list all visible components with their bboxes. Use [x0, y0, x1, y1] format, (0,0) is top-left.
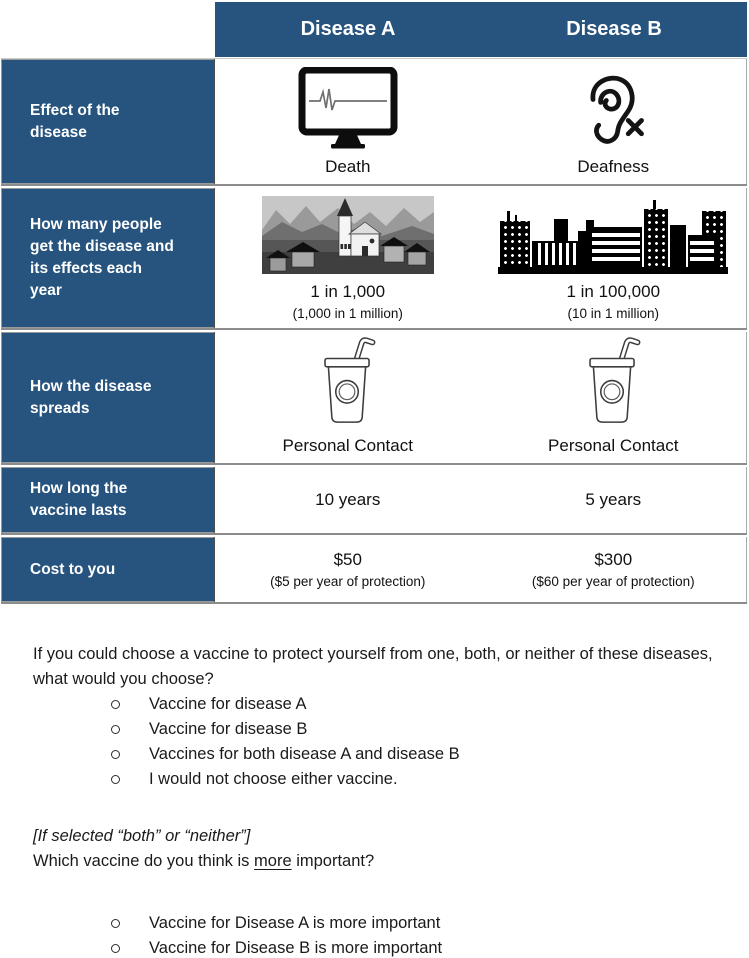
city-skyline-image [498, 198, 729, 274]
radio-circle-icon[interactable] [111, 775, 120, 784]
table-header: Disease A Disease B [215, 2, 747, 57]
table-row: How long the vaccine lasts 10 years 5 ye… [1, 467, 747, 535]
question-choose-vaccine: If you could choose a vaccine to protect… [33, 642, 741, 792]
village-image [261, 196, 434, 274]
cell-effect-b: Deafness [481, 59, 747, 184]
row-label-duration: How long the vaccine lasts [1, 467, 215, 533]
incidence-a-subcaption: (1,000 in 1 million) [292, 306, 403, 321]
option-label: I would not choose either vaccine. [149, 770, 398, 788]
deaf-ear-icon [577, 71, 649, 149]
cost-a-subcaption: ($5 per year of protection) [270, 574, 426, 589]
cell-incidence-a: 1 in 1,000 (1,000 in 1 million) [215, 188, 481, 328]
row-label-spread: How the disease spreads [1, 332, 215, 463]
cell-spread-b: Personal Contact [481, 332, 747, 463]
option-vaccine-a[interactable]: Vaccine for disease A [111, 692, 741, 717]
question-more-important: [If selected “both” or “neither”] Which … [33, 824, 741, 958]
cell-cost-b: $300 ($60 per year of protection) [481, 537, 747, 602]
cell-incidence-b: 1 in 100,000 (10 in 1 million) [481, 188, 747, 328]
radio-circle-icon[interactable] [111, 700, 120, 709]
spread-b-caption: Personal Contact [548, 436, 679, 455]
incidence-b-subcaption: (10 in 1 million) [567, 306, 660, 321]
row-label-cost: Cost to you [1, 537, 215, 602]
duration-b-caption: 5 years [585, 490, 642, 509]
cell-effect-a: Death [215, 59, 481, 184]
incidence-b-caption: 1 in 100,000 [566, 282, 661, 301]
prompt-text: Which vaccine do you think is [33, 852, 255, 870]
table-row: Cost to you $50 ($5 per year of protecti… [1, 537, 747, 604]
question-2-prompt: Which vaccine do you think is more impor… [33, 849, 741, 874]
incidence-a-caption: 1 in 1,000 [310, 282, 386, 301]
question-2-condition: [If selected “both” or “neither”] [33, 827, 251, 845]
cell-cost-a: $50 ($5 per year of protection) [215, 537, 481, 602]
cell-duration-b: 5 years [481, 467, 747, 533]
header-disease-a: Disease A [300, 18, 396, 40]
option-label: Vaccine for disease A [149, 695, 307, 713]
cost-a-caption: $50 [333, 550, 362, 569]
cell-duration-a: 10 years [215, 467, 481, 533]
option-vaccine-both[interactable]: Vaccines for both disease A and disease … [111, 742, 741, 767]
option-disease-b-more-important[interactable]: Vaccine for Disease B is more important [111, 936, 741, 958]
spread-a-caption: Personal Contact [282, 436, 413, 455]
row-label-effect: Effect of the disease [1, 59, 215, 184]
row-label-incidence: How many people get the disease and its … [1, 188, 215, 328]
prompt-text: important? [291, 852, 375, 870]
table-row: How the disease spreads Personal Contact [1, 332, 747, 465]
radio-circle-icon[interactable] [111, 725, 120, 734]
prompt-underlined-word: more [254, 852, 292, 870]
duration-a-caption: 10 years [315, 490, 381, 509]
effect-b-caption: Deafness [577, 157, 650, 176]
question-1-prompt: If you could choose a vaccine to protect… [33, 645, 713, 688]
radio-circle-icon[interactable] [111, 944, 120, 953]
table-row: Effect of the disease Death [1, 58, 747, 186]
option-label: Vaccine for Disease B is more important [149, 939, 443, 957]
option-disease-a-more-important[interactable]: Vaccine for Disease A is more important [111, 911, 741, 936]
option-vaccine-neither[interactable]: I would not choose either vaccine. [111, 767, 741, 792]
option-label: Vaccine for disease B [149, 720, 308, 738]
table-row: How many people get the disease and its … [1, 188, 747, 330]
option-label: Vaccines for both disease A and disease … [149, 745, 460, 763]
effect-a-caption: Death [325, 157, 371, 176]
option-vaccine-b[interactable]: Vaccine for disease B [111, 717, 741, 742]
cost-b-caption: $300 [594, 550, 633, 569]
header-disease-b: Disease B [566, 18, 662, 40]
monitor-flatline-icon [298, 67, 398, 149]
drink-cup-icon [582, 336, 644, 428]
cell-spread-a: Personal Contact [215, 332, 481, 463]
radio-circle-icon[interactable] [111, 919, 120, 928]
drink-cup-icon [317, 336, 379, 428]
radio-circle-icon[interactable] [111, 750, 120, 759]
cost-b-subcaption: ($60 per year of protection) [531, 574, 695, 589]
option-label: Vaccine for Disease A is more important [149, 914, 441, 932]
